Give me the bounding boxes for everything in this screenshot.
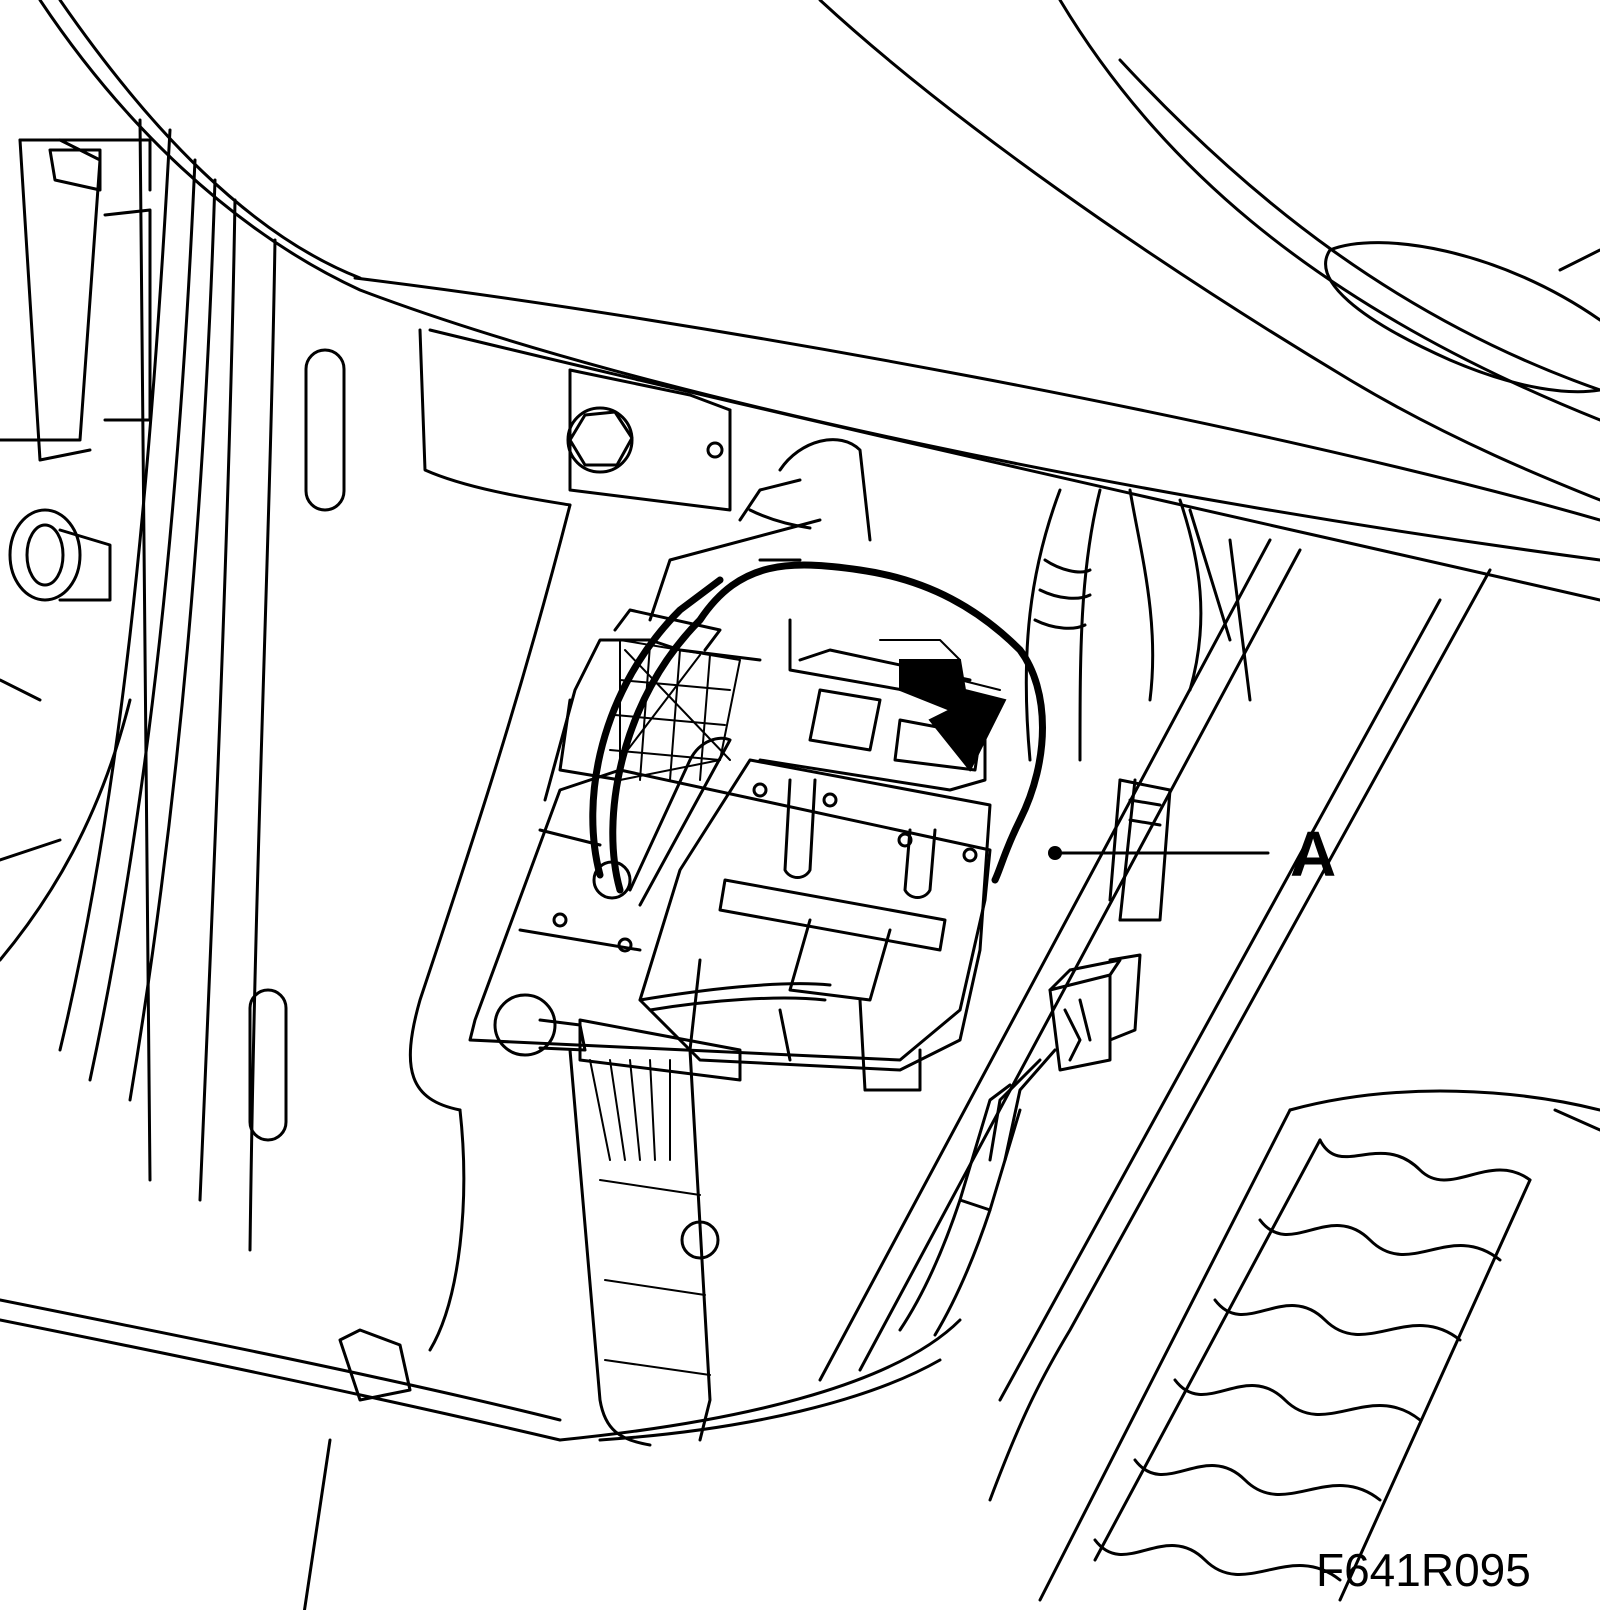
direction-arrow [899, 659, 1007, 772]
dashboard-trim-panel [38, 0, 1600, 602]
pedal-pad [1038, 1089, 1600, 1602]
footwell-panel [0, 328, 572, 1610]
bracket-bolt-upper [566, 368, 732, 512]
callout-label-a: A [1290, 818, 1336, 890]
figure-code: F641R095 [1316, 1544, 1531, 1596]
sill-trim [558, 538, 1492, 1502]
wall-slots [248, 348, 346, 1142]
control-module [468, 438, 1046, 1092]
hinge-bolt [8, 508, 112, 602]
air-duct-opening [1324, 241, 1600, 394]
left-pillar-trim [0, 118, 277, 1252]
wiring-loom-right [1024, 488, 1252, 922]
callout-a: A [1048, 818, 1336, 890]
small-connector [898, 953, 1142, 1337]
wire-bundle-bottom [338, 982, 832, 1447]
